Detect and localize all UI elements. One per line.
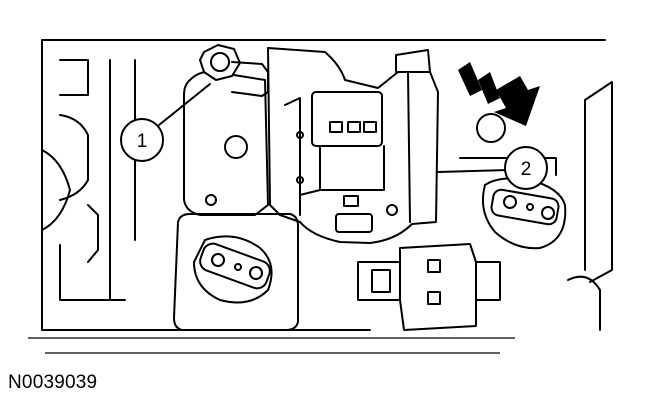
callout-1: 1 [120, 118, 164, 162]
callout-2: 2 [504, 146, 548, 190]
hex-bolt-icon [199, 44, 269, 97]
arrow-icon [458, 62, 540, 126]
figure-code: N0039039 [8, 372, 98, 393]
sensor-housing [267, 47, 439, 244]
callout-2-label: 2 [521, 159, 532, 180]
leader-lines [158, 83, 509, 173]
cam-window [173, 213, 299, 331]
mounting-plate [183, 70, 269, 216]
left-casting [41, 59, 136, 301]
right-casting [459, 81, 613, 331]
electrical-connector-icon [357, 243, 501, 331]
callout-1-label: 1 [137, 131, 148, 152]
